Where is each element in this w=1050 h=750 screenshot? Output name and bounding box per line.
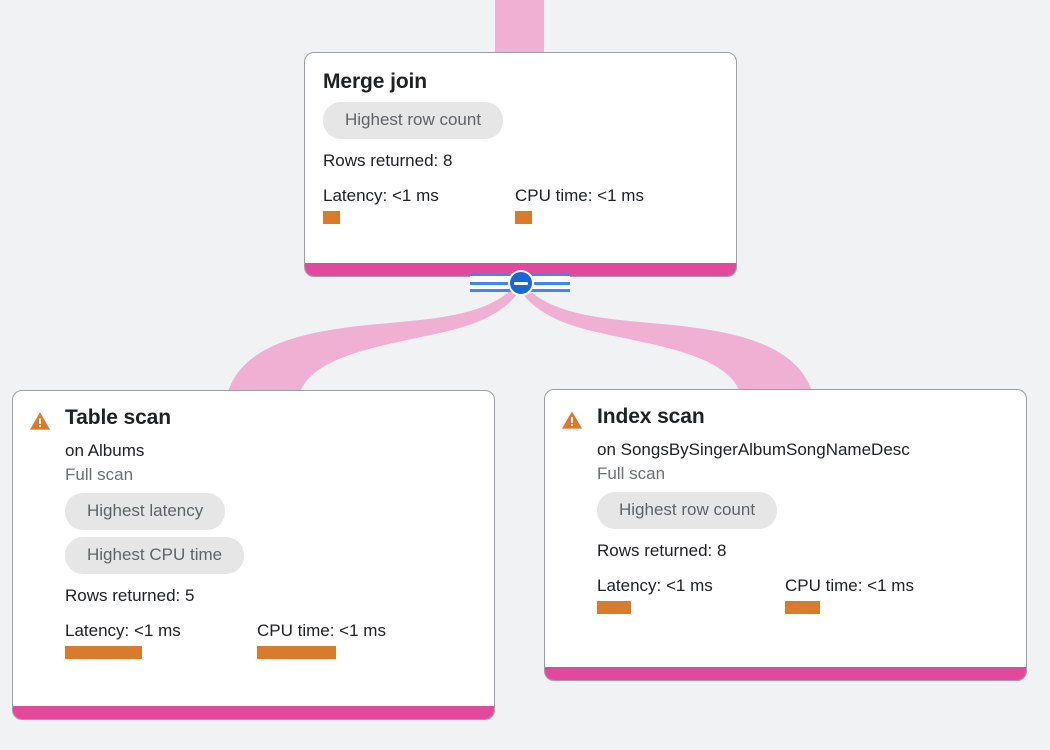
metric-cpu-time-label: CPU time: <1 ms [257, 621, 386, 640]
metric-latency: Latency: <1 ms [323, 185, 515, 224]
node-table-scan-header: Table scan on Albums Full scan Highest l… [29, 405, 478, 659]
node-index-scan-body: Index scan on SongsBySingerAlbumSongName… [545, 390, 1026, 680]
node-index-scan-badges: Highest row count [597, 492, 1010, 536]
node-title: Merge join [323, 70, 428, 93]
metric-cpu-time-label: CPU time: <1 ms [785, 576, 914, 595]
metric-latency: Latency: <1 ms [65, 620, 257, 659]
metric-cpu-time-bar [515, 211, 532, 224]
node-title: Index scan [597, 405, 705, 428]
badge-highest-row-count: Highest row count [323, 102, 504, 139]
metric-latency-label: Latency: <1 ms [597, 576, 713, 595]
node-merge-join-badges: Highest row count [323, 102, 718, 146]
warning-icon [29, 412, 51, 430]
metric-latency: Latency: <1 ms [597, 575, 785, 614]
node-merge-join-header: Merge join [323, 69, 718, 95]
node-index-scan-header: Index scan on SongsBySingerAlbumSongName… [561, 404, 1010, 614]
metric-cpu-time-bar [257, 646, 336, 659]
metric-latency-label: Latency: <1 ms [323, 186, 439, 205]
node-accent-bar [13, 706, 494, 719]
metric-cpu-time: CPU time: <1 ms [515, 185, 644, 224]
node-merge-join-metrics: Latency: <1 ms CPU time: <1 ms [323, 185, 718, 224]
metric-cpu-time-label: CPU time: <1 ms [515, 186, 644, 205]
rows-returned: Rows returned: 8 [323, 151, 453, 170]
metric-latency-bar [65, 646, 142, 659]
minus-icon[interactable] [508, 270, 534, 296]
node-table-scan-metrics: Latency: <1 ms CPU time: <1 ms [65, 620, 478, 659]
rows-returned: Rows returned: 5 [65, 586, 195, 605]
badge-highest-latency: Highest latency [65, 493, 226, 530]
node-index-scan-header-text: Index scan on SongsBySingerAlbumSongName… [597, 404, 1010, 614]
node-title: Table scan [65, 406, 171, 429]
node-index-scan[interactable]: Index scan on SongsBySingerAlbumSongName… [544, 389, 1027, 681]
metric-cpu-time-bar [785, 601, 820, 614]
collapse-toggle-button[interactable] [470, 270, 570, 296]
metric-cpu-time: CPU time: <1 ms [785, 575, 914, 614]
node-index-scan-metrics: Latency: <1 ms CPU time: <1 ms [597, 575, 1010, 614]
node-accent-bar [305, 263, 736, 276]
node-accent-bar [545, 667, 1026, 680]
node-subtitle: on SongsBySingerAlbumSongNameDesc [597, 440, 910, 459]
edge-merge-join-to-index-scan [518, 285, 812, 392]
edge-merge-join-to-table-scan [228, 285, 522, 392]
metric-latency-bar [323, 211, 340, 224]
node-table-scan-badges: Highest latency Highest CPU time [65, 493, 478, 581]
rows-returned: Rows returned: 8 [597, 541, 727, 560]
edge-parent-to-merge-join [495, 0, 544, 54]
node-scan-type: Full scan [65, 465, 134, 484]
node-merge-join[interactable]: Merge join Highest row count Rows return… [304, 52, 737, 277]
badge-highest-row-count: Highest row count [597, 492, 778, 529]
badge-highest-cpu-time: Highest CPU time [65, 537, 245, 574]
node-scan-type: Full scan [597, 464, 666, 483]
node-table-scan-body: Table scan on Albums Full scan Highest l… [13, 391, 494, 719]
metric-latency-bar [597, 601, 631, 614]
node-merge-join-body: Merge join Highest row count Rows return… [305, 53, 736, 276]
metric-latency-label: Latency: <1 ms [65, 621, 181, 640]
node-table-scan-header-text: Table scan on Albums Full scan Highest l… [65, 405, 478, 659]
node-subtitle: on Albums [65, 441, 145, 460]
node-merge-join-header-text: Merge join [323, 69, 718, 95]
metric-cpu-time: CPU time: <1 ms [257, 620, 386, 659]
warning-icon [561, 411, 583, 429]
node-table-scan[interactable]: Table scan on Albums Full scan Highest l… [12, 390, 495, 720]
